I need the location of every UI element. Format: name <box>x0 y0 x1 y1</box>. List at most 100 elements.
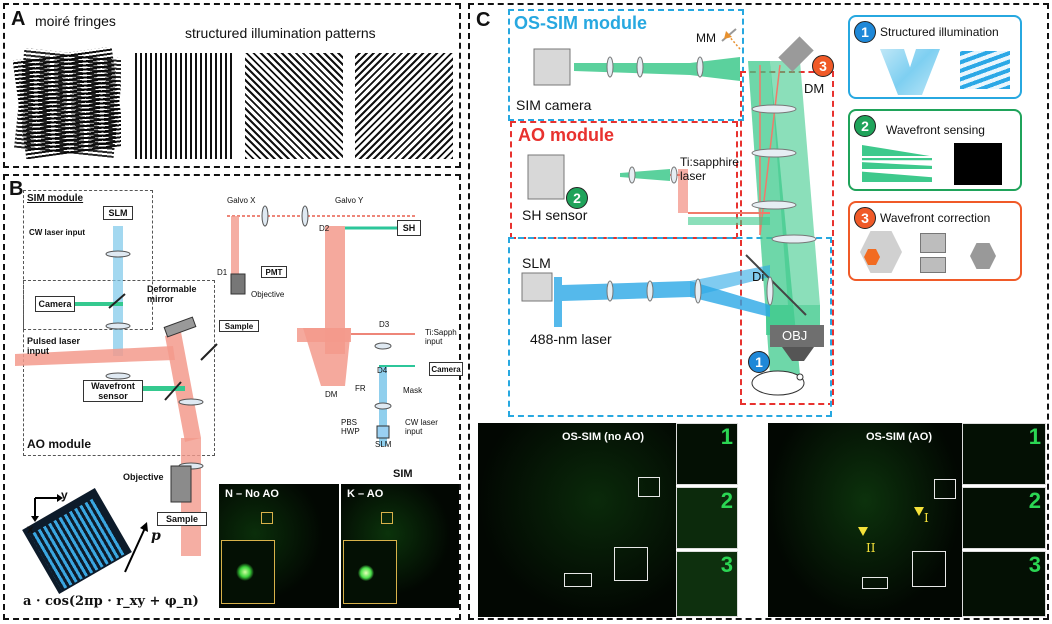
legend-wavefront-sensing-label: Wavefront sensing <box>886 123 985 137</box>
marker-ii-label: II <box>866 541 876 555</box>
legend-structured-illumination: 1 Structured illumination <box>848 15 1022 99</box>
image-ao-label: K – AO <box>347 488 384 500</box>
pulsed-laser-input-label: Pulsed laser input <box>27 336 81 356</box>
roi-square-1 <box>638 477 660 497</box>
inset-number: 2 <box>1028 488 1041 513</box>
sim-module-box <box>23 190 153 330</box>
os-sim-lower-box <box>508 237 832 417</box>
badge-ao-2: 2 <box>566 187 588 209</box>
os-sim-no-ao-insets: 1 2 3 <box>676 423 738 617</box>
hex-mirror-icon <box>860 231 902 273</box>
obj-label: OBJ <box>782 328 808 343</box>
inset-number: 1 <box>1028 424 1041 449</box>
legend-wavefront-sensing: 2 Wavefront sensing <box>848 109 1022 191</box>
panel-a-label: A <box>11 8 26 30</box>
os-sim-ao-image: OS-SIM (AO) I II <box>768 423 962 617</box>
roi-square <box>381 512 393 524</box>
inset-3: 3 <box>676 551 738 617</box>
ao-module-label: AO module <box>27 437 92 451</box>
ao-module-label: AO module <box>518 125 615 145</box>
inset-number: 2 <box>720 488 733 513</box>
mirror-piston-icon <box>920 257 946 273</box>
panel-b-label: B <box>9 178 24 200</box>
inset-1: 1 <box>676 423 738 485</box>
legend-structured-illumination-label: Structured illumination <box>880 25 999 39</box>
galvo-x-label: Galvo X <box>227 196 256 205</box>
d3-label: D3 <box>379 320 390 329</box>
objective-small-label: Objective <box>251 290 285 299</box>
slm-label: SLM <box>522 255 551 271</box>
panel-c: C <box>468 3 1049 620</box>
zoom-inset <box>221 540 275 604</box>
wavefront-sensor-box: Wavefront sensor <box>83 380 143 402</box>
roi-square-3 <box>862 577 888 589</box>
sim-formula: a · cos(2πp · r_xy + φ_n) <box>23 594 199 609</box>
panel-c-label: C <box>476 9 491 31</box>
mm-label: MM <box>696 31 716 45</box>
pmt-box: PMT <box>261 266 287 278</box>
marker-i-label: I <box>924 511 929 525</box>
slm-small-label: SLM <box>375 440 392 449</box>
sample-small-box: Sample <box>219 320 259 332</box>
os-sim-no-ao-image: OS-SIM (no AO) <box>478 423 676 617</box>
pattern-diagonal-right <box>355 53 453 159</box>
moire-label: moiré fringes <box>35 13 116 29</box>
camera-box: Camera <box>35 296 75 312</box>
pattern-vertical <box>135 53 233 159</box>
roi-square-2 <box>614 547 648 581</box>
legend-badge-2: 2 <box>854 115 876 137</box>
tisapph-input-label: Ti:Sapph input <box>425 328 457 346</box>
slm-box: SLM <box>103 206 133 220</box>
badge-ao-3: 3 <box>812 55 834 77</box>
os-sim-ao-insets: 1 2 3 <box>962 423 1046 617</box>
marker-i-arrow <box>914 507 924 516</box>
inset-number: 3 <box>720 552 733 577</box>
sim-module-label: SIM module <box>27 193 84 204</box>
ti-sapphire-label: Ti:sapphire laser <box>680 155 739 183</box>
patterns-label: structured illumination patterns <box>185 25 376 41</box>
vector-p-label: p <box>151 528 161 544</box>
d1-label: D1 <box>217 268 228 277</box>
roi-square-2 <box>912 551 946 587</box>
legend-badge-3: 3 <box>854 207 876 229</box>
inset-number: 3 <box>1028 552 1041 577</box>
hex-rotate-icon <box>970 243 996 269</box>
laser-488-label: 488-nm laser <box>530 331 612 347</box>
di-label: Di <box>752 269 765 284</box>
d4-label: D4 <box>377 366 388 375</box>
legend-wavefront-correction-label: Wavefront correction <box>880 211 991 225</box>
spot-pattern-icon <box>954 143 1002 185</box>
sim-title-label: SIM <box>393 468 413 480</box>
hex-mirror-segment-icon <box>864 249 880 265</box>
inset-1: 1 <box>962 423 1046 485</box>
image-no-ao-label: N – No AO <box>225 488 279 500</box>
pbs-hwp-label: PBS HWP <box>341 418 360 436</box>
os-sim-ao-title: OS-SIM (AO) <box>866 431 932 443</box>
zoom-inset <box>343 540 397 604</box>
cw-laser-input-small-label: CW laser input <box>405 418 438 436</box>
axis-x-label: x <box>27 522 34 536</box>
dm-label: DM <box>325 390 338 399</box>
inset-2: 2 <box>676 487 738 549</box>
dm-label: DM <box>804 81 825 96</box>
objective-label: Objective <box>123 472 164 482</box>
inset-number: 1 <box>720 424 733 449</box>
legend-wavefront-correction: 3 Wavefront correction <box>848 201 1022 281</box>
badge-sim-1: 1 <box>748 351 770 373</box>
inset-3: 3 <box>962 551 1046 617</box>
mask-label: Mask <box>403 386 423 395</box>
lenslet-icon <box>862 145 932 183</box>
pattern-diagonal-left <box>245 53 343 159</box>
deformable-mirror-label: Deformable mirror <box>147 284 197 304</box>
d2-label: D2 <box>319 224 330 233</box>
sh-box: SH <box>397 220 421 236</box>
stripe-icon <box>960 51 1010 89</box>
sim-camera-label: SIM camera <box>516 97 592 113</box>
axis-y-label: y <box>61 488 68 502</box>
roi-square <box>261 512 273 524</box>
panel-a: A moiré fringes structured illumination … <box>3 3 461 168</box>
illumination-icon <box>880 49 940 95</box>
moire-fringes-image <box>13 47 121 159</box>
image-ao: K – AO <box>341 484 459 608</box>
os-sim-optics-diagram <box>521 28 824 396</box>
